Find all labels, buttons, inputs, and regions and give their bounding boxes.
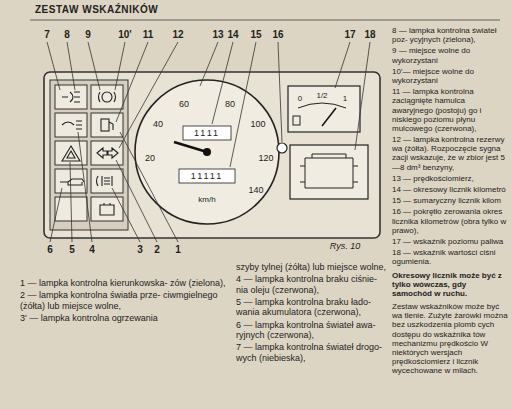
callout-number: 10' — [118, 30, 132, 40]
gauge-scale-label: 0 — [298, 95, 302, 103]
gauge-scale-label: 20 — [145, 154, 155, 163]
page-title: ZESTAW WSKAŹNIKÓW — [35, 5, 158, 15]
callout-number: 12 — [172, 30, 183, 40]
needle-hub — [203, 148, 211, 156]
figure-caption: Rys. 10 — [330, 242, 361, 251]
callout-number: 3 — [137, 245, 143, 255]
tyre-diagram — [300, 154, 358, 188]
legend-item-text: szyby tylnej (żółta) lub miejsce wolne, — [236, 262, 388, 272]
pressure-gauge — [290, 145, 368, 199]
trip-window — [179, 169, 235, 183]
callout-number: 4 — [89, 245, 95, 255]
speedometer-dial — [135, 80, 279, 224]
callout-number: 8 — [64, 30, 70, 40]
text-column: 8 — lampka kontrolna świateł poz- ycyjny… — [392, 26, 508, 378]
legend-item-text: 14 — okresowy licznik kilometró — [392, 185, 508, 194]
cluster-housing — [44, 72, 380, 238]
legend-item-text: 2 — lampka kontrolna światła prze- ciwmg… — [20, 290, 228, 311]
gauge-scale-label: km/h — [198, 196, 215, 204]
callout-number: 5 — [69, 245, 75, 255]
legend-item-text: 15 — sumaryczny licznik kilom — [392, 196, 508, 205]
legend-item-text: 6 — lampka kontrolna świateł awa- ryjnyc… — [236, 320, 388, 341]
callout-number: 6 — [47, 245, 53, 255]
fuel-scale — [298, 103, 346, 108]
leader-lines — [47, 42, 370, 242]
callout-number: 2 — [154, 245, 160, 255]
text-column: szyby tylnej (żółta) lub miejsce wolne, 4… — [236, 262, 388, 365]
callout-number: 17 — [344, 30, 355, 40]
gauge-scale-label: 11111 — [191, 172, 223, 181]
title-rule — [30, 20, 500, 21]
gauge-scale-label: 1 — [343, 95, 347, 103]
legend-item-text: 18 — wskaźnik wartości ciśni ogumienia. — [392, 248, 508, 266]
legend-item-text: 17 — wskaźnik poziomu paliwa — [392, 237, 508, 246]
callout-number: 15 — [250, 30, 261, 40]
gauge-scale-label: 40 — [153, 120, 163, 129]
speedometer-needle — [174, 142, 207, 152]
gauge-scale-label: 140 — [248, 186, 263, 195]
legend-item-text: 7 — lampka kontrolna świateł drogo- wych… — [236, 342, 388, 363]
legend-item-text: 13 — prędkościomierz, — [392, 174, 508, 183]
legend-item-text: 12 — lampka kontrolna rezerwy wa (żółta)… — [392, 135, 508, 172]
gauge-scale-label: 80 — [225, 100, 235, 109]
note-paragraph: Zestaw wskaźników może być wa tlenie. Zu… — [392, 302, 508, 376]
trip-reset-knob — [277, 143, 287, 153]
legend-item-text: 5 — lampka kontrolna braku łado- wania a… — [236, 297, 388, 318]
legend-item-text: 9 — miejsce wolne do wykorzystani — [392, 46, 508, 64]
callout-number: 1 — [175, 245, 181, 255]
legend-item-text: 8 — lampka kontrolna świateł poz- ycyjny… — [392, 26, 508, 44]
warning-icons — [60, 92, 118, 215]
gauge-scale-label: 100 — [250, 120, 265, 129]
gauge-scale-label: 1111 — [194, 129, 220, 138]
fuel-icon — [293, 116, 300, 125]
legend-item-text: 4 — lampka kontrolna braku ciśnie- nia o… — [236, 274, 388, 295]
legend-item-text: 10'— miejsce wolne do wykorzystani — [392, 67, 508, 85]
warning-light-panel — [50, 80, 128, 230]
legend-item-text: 16 — pokrętło zerowania okres licznika k… — [392, 207, 508, 235]
callout-number: 18 — [364, 30, 375, 40]
callout-number: 14 — [227, 30, 238, 40]
callout-number: 9 — [85, 30, 91, 40]
callout-number: 13 — [212, 30, 223, 40]
callout-number: 11 — [143, 30, 154, 40]
callout-number: 16 — [272, 30, 283, 40]
legend-item-text: 1 — lampka kontrolna kierunkowska- zów (… — [20, 278, 228, 288]
callout-number: 7 — [44, 30, 50, 40]
warning-light-boxes — [55, 85, 123, 221]
gauge-scale-label: 60 — [179, 100, 189, 109]
fuel-gauge — [288, 86, 360, 132]
gauge-scale-label: 120 — [258, 154, 273, 163]
legend-item-text: 11 — lampka kontrolna zaciągnięte hamulc… — [392, 87, 508, 133]
odometer-window — [183, 126, 231, 140]
note-paragraph: Okresowy licznik może być z tylko wówcza… — [392, 271, 508, 299]
gauge-scale-label: 1/2 — [316, 92, 327, 100]
fuel-needle — [322, 108, 336, 126]
legend-item-text: 3' — lampka kontrolna ogrzewania — [20, 313, 228, 323]
text-column: 1 — lampka kontrolna kierunkowska- zów (… — [20, 278, 228, 325]
